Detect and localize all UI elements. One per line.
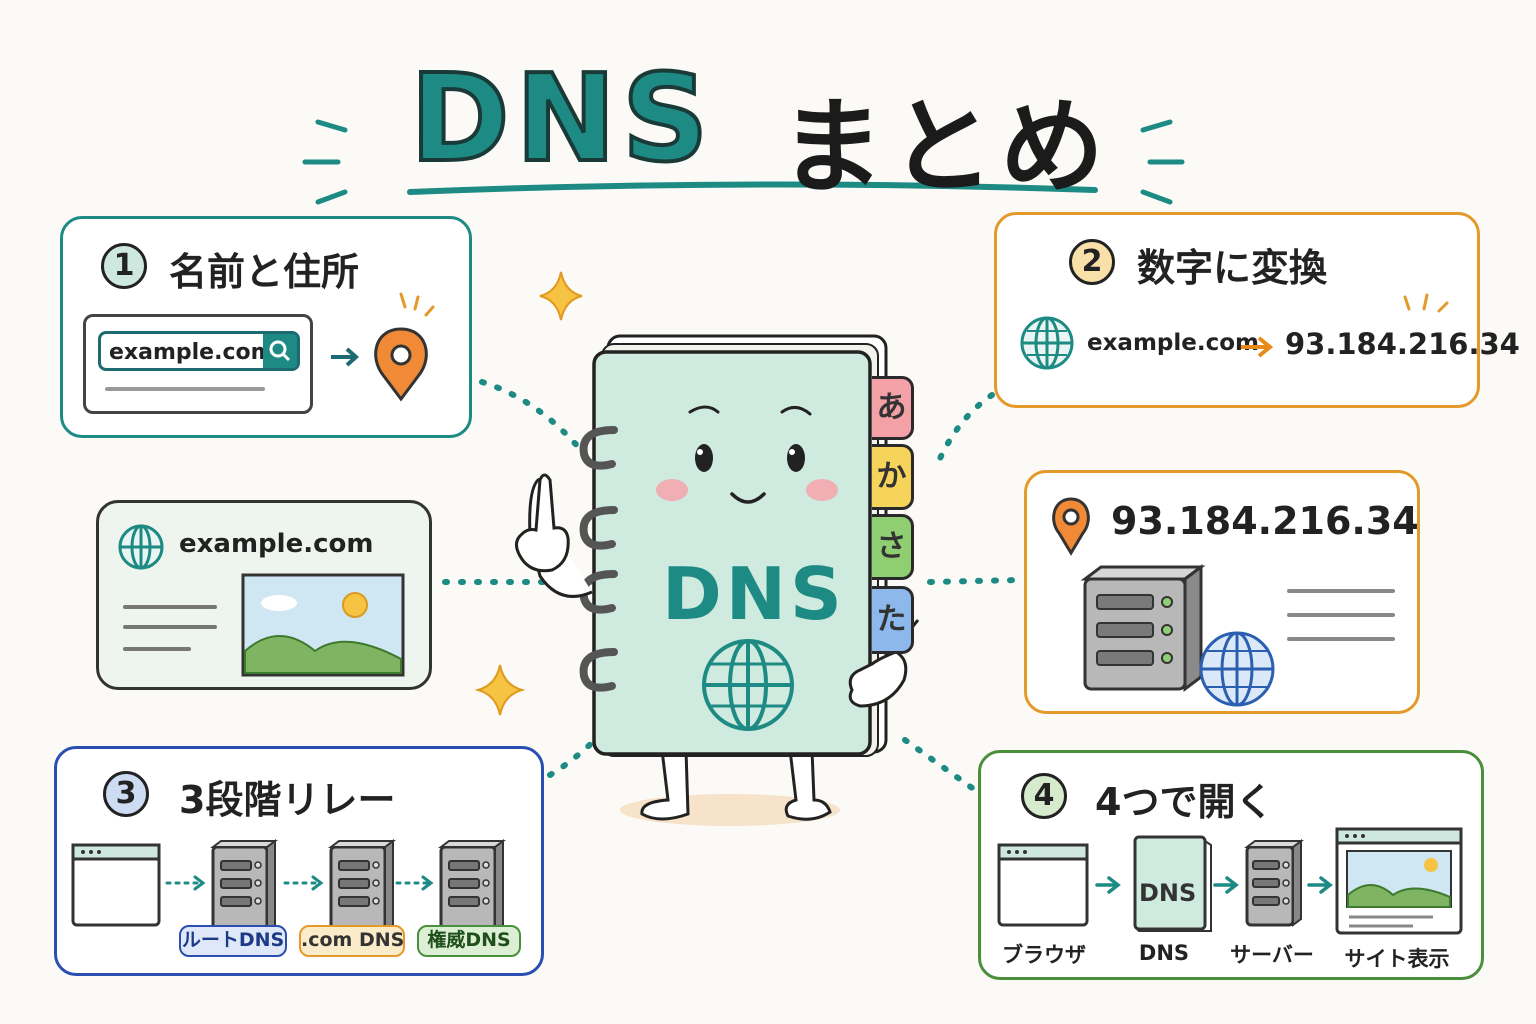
index-tab-a: あ (872, 376, 914, 440)
panel-server-ip: 93.184.216.34 (1024, 470, 1420, 714)
domain-text: example.com (179, 529, 374, 559)
smile (730, 492, 766, 504)
panel-convert-to-numbers: 2 数字に変換 example.com 93.184.216.34 (994, 212, 1520, 408)
globe-icon (1199, 631, 1275, 707)
server-icon (1244, 839, 1304, 927)
title-area: DNS まとめ (0, 40, 1536, 210)
ip-text: 93.184.216.34 (1285, 327, 1520, 361)
step-label-authoritative-dns: 権威DNS (417, 925, 521, 957)
location-pin-icon (374, 292, 435, 402)
step-number-badge: 1 (101, 243, 147, 289)
server-icon (1080, 564, 1206, 692)
arrow-right-icon (1095, 876, 1121, 894)
step-caption-site-display: サイト表示 (1344, 947, 1450, 971)
content-illustration (123, 573, 405, 677)
globe-icon (702, 639, 794, 731)
panel-title: 数字に変換 (1137, 246, 1328, 290)
binder-rings (579, 426, 618, 692)
panel-name-and-address: 1 名前と住所 example.com (60, 216, 472, 438)
globe-icon (1020, 316, 1074, 370)
sparkle-line-icon (315, 189, 348, 205)
title-decoration (302, 119, 1185, 205)
book-cover-title: DNS (662, 552, 846, 636)
panel-title: 4つで開く (1095, 780, 1274, 824)
sparkle-line-icon (1140, 189, 1173, 205)
search-input[interactable]: example.com (98, 331, 300, 371)
ip-text: 93.184.216.34 (1111, 499, 1419, 543)
sparkle-icon (539, 271, 583, 321)
server-icon (328, 839, 396, 933)
website-window-icon (1335, 827, 1463, 935)
search-value: example.com (109, 340, 274, 365)
dns-book-character: DNS あ か さ た (500, 330, 940, 830)
panel-title: 3段階リレー (179, 778, 396, 822)
panel-website: example.com (96, 500, 432, 690)
index-tab-ta: た (872, 586, 914, 654)
relay-illustration (71, 839, 506, 933)
four-step-illustration (997, 827, 1463, 935)
arrow-right-icon (1213, 876, 1239, 894)
globe-icon (118, 524, 164, 570)
index-tab-ka: か (872, 444, 914, 510)
page-title: DNS (408, 48, 715, 191)
holding-hand (848, 650, 908, 708)
emphasis-marks (1403, 293, 1449, 313)
dotted-connector (479, 379, 588, 458)
step-caption-dns: DNS (1138, 941, 1190, 965)
panel-title: 名前と住所 (169, 250, 360, 294)
location-pin-icon (1052, 497, 1090, 556)
dotted-connector (547, 732, 603, 778)
dotted-connector (927, 577, 1023, 585)
dotted-connector (932, 392, 995, 473)
sparkle-line-icon (315, 119, 348, 133)
step-label-root-dns: ルートDNS (179, 925, 287, 957)
arrow-right-icon (1307, 876, 1333, 894)
eye (787, 444, 805, 472)
browser-lines (105, 292, 435, 402)
step-number-badge: 3 (103, 771, 149, 817)
dns-box-text: DNS (1139, 879, 1197, 907)
book-illustration (515, 334, 920, 826)
step-number-badge: 2 (1069, 239, 1115, 285)
dotted-connector (902, 737, 978, 793)
step-caption-browser: ブラウザ (1002, 943, 1086, 967)
dns-book-icon (1133, 835, 1212, 932)
panel-open-in-four-steps: 4 4つで開く (978, 750, 1484, 980)
title-underline (407, 181, 1098, 195)
domain-text: example.com (1087, 330, 1260, 356)
browser-window-icon (997, 843, 1089, 927)
server-icon (210, 839, 278, 933)
panel-three-step-relay: 3 3段階リレー (54, 746, 544, 976)
step-number-badge: 4 (1021, 773, 1067, 819)
arrow-right-icon (331, 347, 360, 367)
server-icon (438, 839, 506, 933)
step-caption-server: サーバー (1230, 943, 1314, 967)
search-icon[interactable] (263, 334, 297, 368)
browser-window-icon (71, 843, 161, 927)
arrow-right-icon (1241, 336, 1274, 358)
sparkle-icon (474, 664, 526, 716)
server-illustration (1080, 564, 1395, 707)
eye (695, 444, 713, 472)
sparkle-line-icon (1140, 119, 1173, 133)
landscape-image-icon (241, 573, 405, 677)
page-subtitle: まとめ (780, 86, 1111, 208)
step-label-com-dns: .com DNS (299, 925, 405, 957)
index-tab-sa: さ (872, 514, 914, 580)
browser-mock (83, 314, 313, 414)
pointing-hand (515, 473, 570, 573)
